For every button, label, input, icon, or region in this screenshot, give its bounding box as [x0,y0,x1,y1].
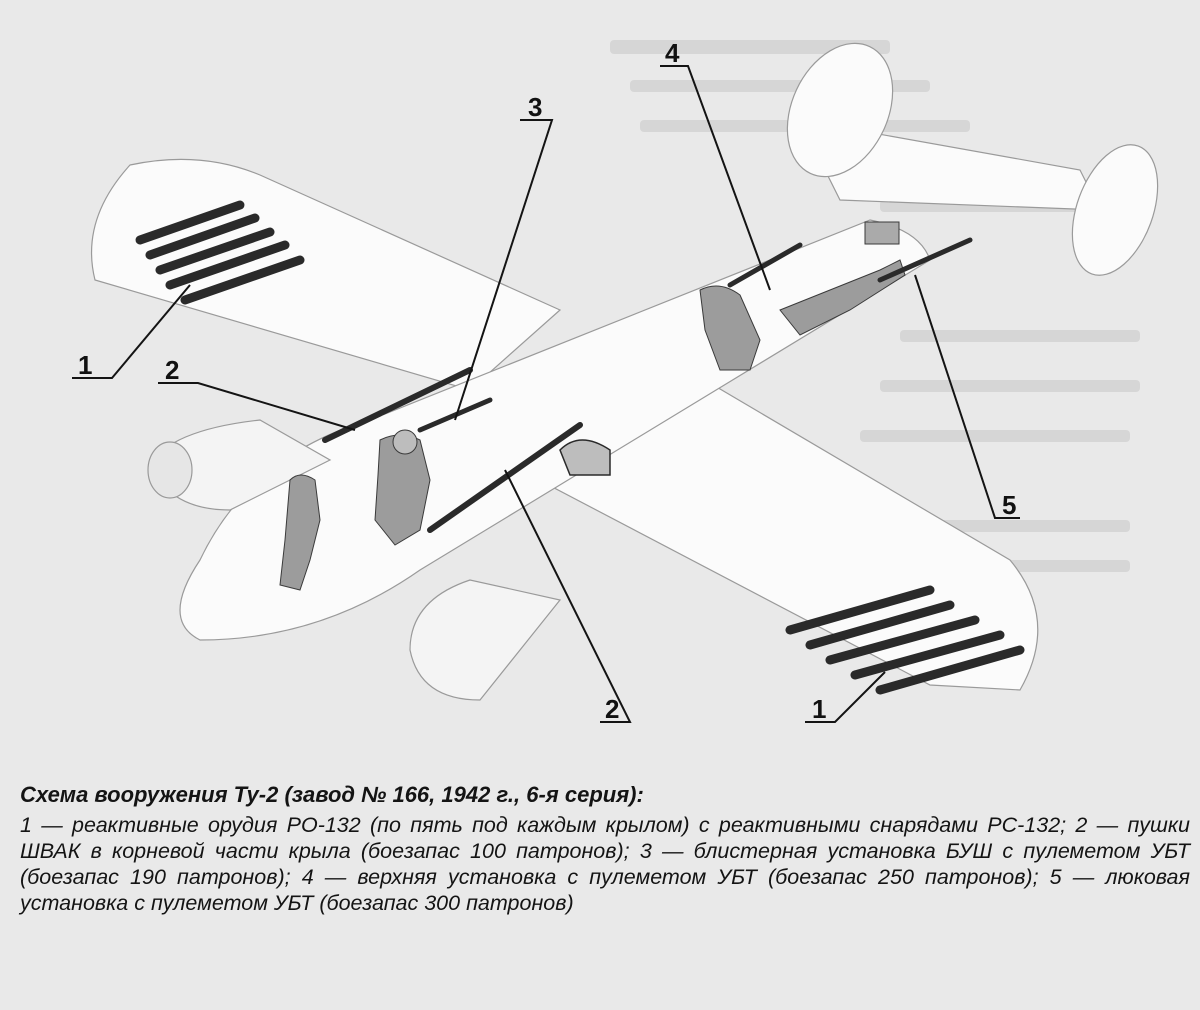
engine-nacelles [147,419,562,701]
callout-3: 3 [528,92,542,122]
callout-4: 4 [665,38,680,68]
pilot-figure [279,474,321,591]
weapons [135,200,1025,695]
tail-unit [786,42,1159,276]
callout-5: 5 [1002,490,1016,520]
leader-lines [72,65,1020,723]
figure-caption: Схема вооружения Ту-2 (завод № 166, 1942… [20,782,1190,916]
port-rocket-launchers [135,200,305,305]
callout-1-port: 1 [78,350,92,380]
ventral-ubt-mg [877,237,973,283]
crew-positions [279,221,906,591]
callout-1-starboard: 1 [812,694,826,724]
callout-2-starboard: 2 [605,694,619,724]
blister-ubt-mg [417,397,493,433]
cannon-fairing [559,439,611,476]
gunner-figure [699,285,761,371]
starboard-nacelle [409,579,562,701]
dorsal-ubt-mg [727,242,803,288]
callout-2-port: 2 [165,355,179,385]
caption-body: 1 — реактивные орудия РО-132 (по пять по… [20,813,1190,915]
tu2-armament-diagram: 1 2 3 4 5 2 1 [72,38,1159,724]
hatch-gunner-figure [779,259,906,336]
callouts: 1 2 3 4 5 2 1 [78,38,1016,724]
caption-title: Схема вооружения Ту-2 (завод № 166, 1942… [20,782,644,807]
port-wing [90,158,562,391]
starboard-shvak-cannon [427,422,583,533]
starboard-rocket-launchers [785,585,1025,695]
